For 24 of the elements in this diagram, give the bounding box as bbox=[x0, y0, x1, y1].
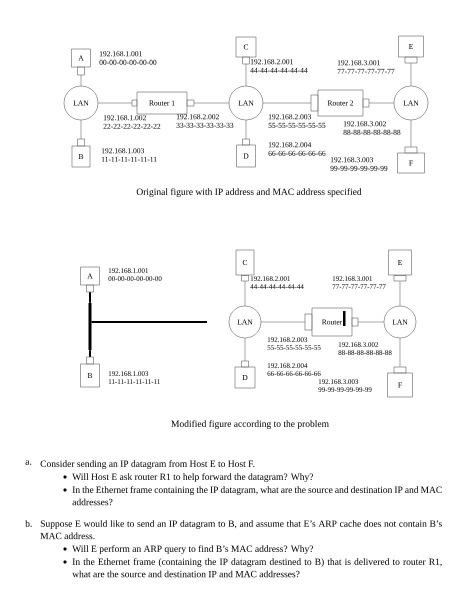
link-line bbox=[263, 102, 311, 104]
question-text: Consider sending an IP datagram from Host E to Host F. bbox=[40, 460, 254, 469]
link-line bbox=[80, 120, 82, 139]
figure-caption: Original figure with IP address and MAC address specified bbox=[136, 188, 362, 197]
link-line bbox=[89, 350, 91, 357]
link-line bbox=[244, 281, 246, 306]
item-letter: a. bbox=[26, 460, 32, 465]
question-text: Will Host E ask router R1 to help forward the datagram? Why? bbox=[72, 473, 314, 482]
link-line bbox=[92, 321, 207, 323]
figure-caption: Modified figure according to the problem bbox=[171, 420, 329, 429]
link-line bbox=[80, 75, 82, 86]
question-text: Suppose E would like to send an IP datagram to B, and assume that E’s ARP cache does not contain B’s MAC address. bbox=[40, 520, 442, 540]
link-line bbox=[194, 102, 229, 104]
item-letter: b. bbox=[25, 520, 32, 527]
link-line bbox=[369, 102, 394, 104]
link-line bbox=[244, 338, 246, 361]
link-line bbox=[89, 292, 91, 303]
link-line bbox=[410, 63, 412, 86]
link-line bbox=[410, 120, 412, 147]
link-line bbox=[98, 102, 132, 104]
question-text: In the Ethernet frame containing the IP datagram, what are the source and destination IP and MAC addresses? bbox=[72, 486, 442, 506]
question-text: In the Ethernet frame (containing the IP datagram destined to B) that is delivered to router R1, what are the source and destination IP and MAC addresses? bbox=[72, 558, 442, 578]
bus-line bbox=[88, 303, 92, 350]
question-text: Will E perform an ARP query to find B’s MAC address? Why? bbox=[72, 545, 314, 554]
